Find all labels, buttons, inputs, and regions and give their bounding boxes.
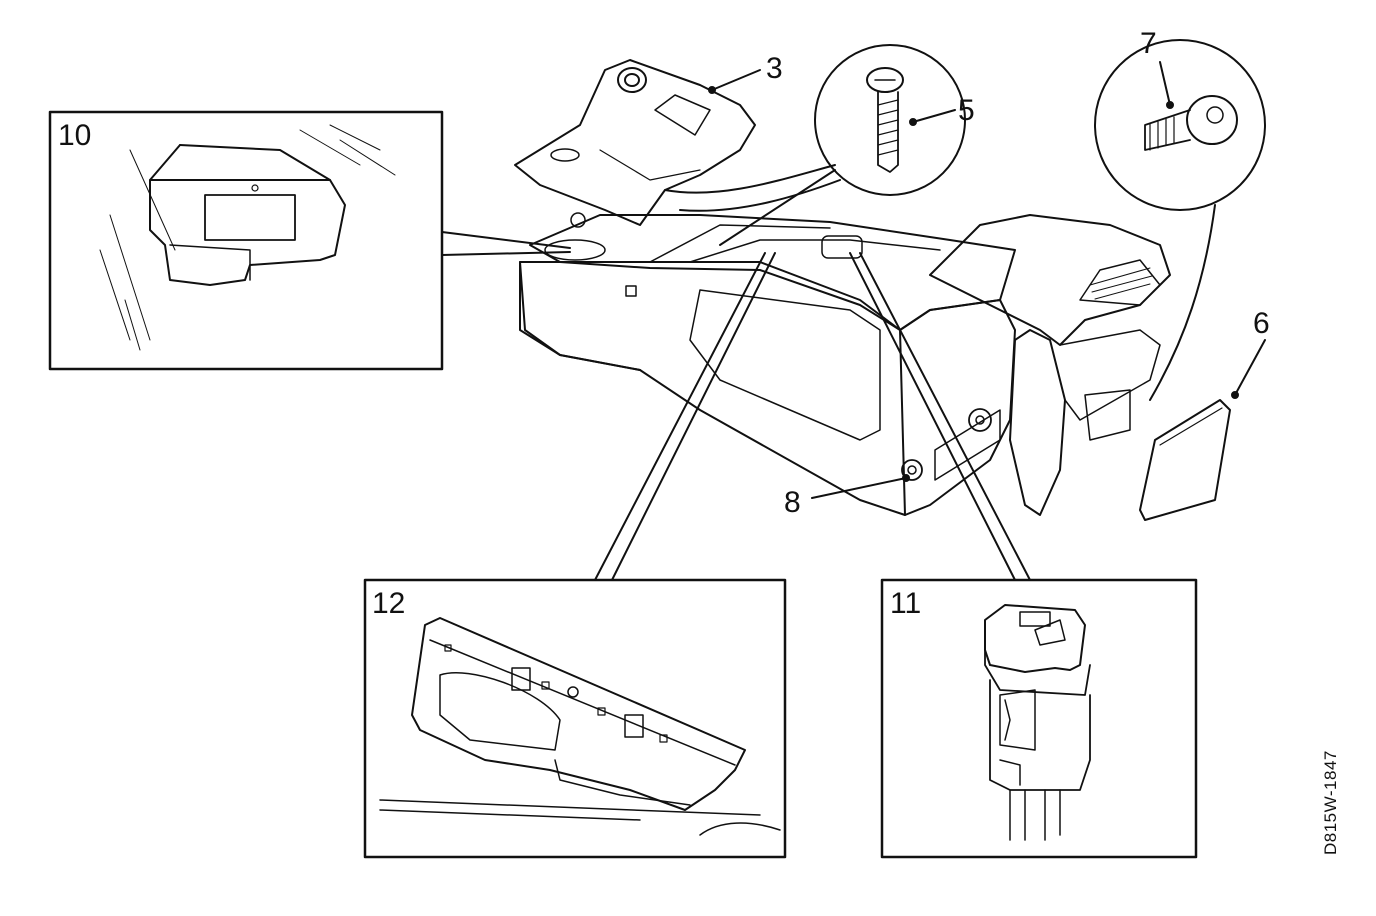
- drawing-reference: D815W-1847: [1321, 750, 1340, 855]
- bolt-detail-circle: [1094, 39, 1266, 401]
- inset-11-label: 11: [890, 587, 921, 620]
- inset-11-connector-detail: 11: [849, 252, 1198, 859]
- callout-leaders: [708, 61, 1266, 499]
- callout-7: 7: [1140, 27, 1157, 60]
- callout-5: 5: [958, 94, 975, 127]
- inset-12-label: 12: [372, 587, 405, 620]
- screw-detail-circle: [719, 44, 966, 246]
- rear-armrest-bin: [929, 214, 1171, 516]
- callout-8: 8: [784, 486, 801, 519]
- callout-6: 6: [1253, 307, 1270, 340]
- switch-panel-cover: [514, 59, 841, 226]
- callout-3: 3: [766, 52, 783, 85]
- center-console-body: [519, 212, 1016, 516]
- end-cap-cover: [1139, 399, 1231, 521]
- inset-10-label: 10: [58, 119, 91, 152]
- inset-12-switch-bank-detail: 12: [363, 252, 787, 859]
- inset-10-switch-detail: 10: [48, 110, 571, 371]
